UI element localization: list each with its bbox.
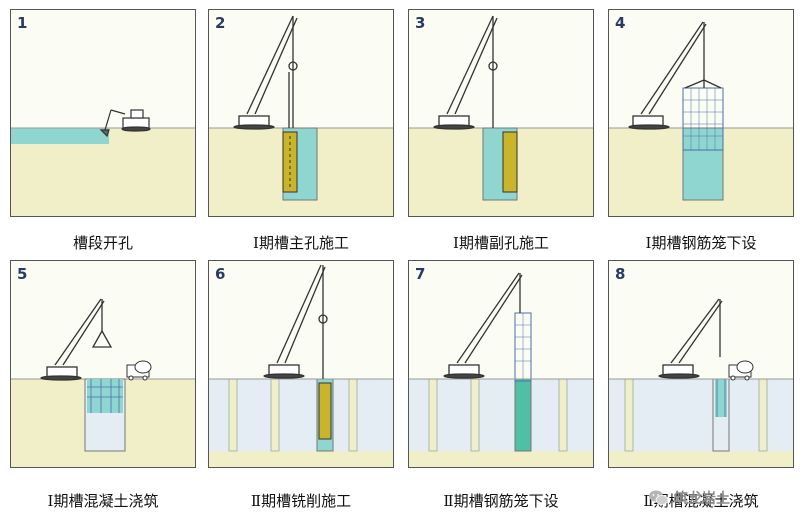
step-1-panel: 1 bbox=[10, 9, 196, 217]
step-3-caption: Ⅰ期槽副孔施工 bbox=[453, 234, 549, 252]
excavator bbox=[99, 109, 151, 138]
step-4-caption: Ⅰ期槽钢筋笼下设 bbox=[645, 234, 757, 252]
step-number: 3 bbox=[415, 14, 426, 32]
step-5-caption: Ⅰ期槽混凝土浇筑 bbox=[47, 492, 159, 510]
step-3-panel: 3 bbox=[408, 9, 594, 217]
step-1-illustration bbox=[11, 109, 195, 216]
step-3-illustration bbox=[409, 15, 593, 216]
step-8-illustration bbox=[609, 298, 793, 467]
step-number: 6 bbox=[215, 265, 226, 283]
step-number: 4 bbox=[615, 14, 626, 32]
step-number: 1 bbox=[17, 14, 28, 32]
step-6-illustration bbox=[209, 264, 393, 467]
step-4-panel: 4 bbox=[608, 9, 794, 217]
step-5-illustration bbox=[11, 298, 195, 467]
wechat-icon bbox=[649, 490, 669, 505]
crane bbox=[233, 15, 298, 130]
concrete-truck bbox=[126, 360, 152, 381]
step-7-illustration bbox=[409, 272, 593, 467]
step-number: 2 bbox=[215, 14, 226, 32]
crane bbox=[628, 21, 722, 130]
step-8-caption: Ⅱ期槽混凝土浇筑 bbox=[643, 492, 759, 510]
step-5-panel: 5 bbox=[10, 260, 196, 468]
watermark: 筑龙岩土 bbox=[648, 488, 730, 508]
step-1-caption: 槽段开孔 bbox=[72, 234, 133, 252]
step-4-illustration bbox=[609, 21, 793, 216]
crane bbox=[433, 15, 498, 130]
crane bbox=[443, 272, 523, 379]
step-6-caption: Ⅱ期槽铣削施工 bbox=[250, 492, 352, 510]
step-6-panel: 6 bbox=[208, 260, 394, 468]
crane bbox=[263, 264, 328, 379]
watermark-text: 筑龙岩土 bbox=[674, 491, 730, 507]
step-number: 7 bbox=[415, 265, 426, 283]
crane bbox=[40, 298, 113, 381]
crane bbox=[658, 298, 723, 379]
step-2-panel: 2 bbox=[208, 9, 394, 217]
step-2-caption: Ⅰ期槽主孔施工 bbox=[253, 234, 349, 252]
step-7-panel: 7 bbox=[408, 260, 594, 468]
step-8-panel: 8 bbox=[608, 260, 794, 468]
step-number: 8 bbox=[615, 265, 626, 283]
step-2-illustration bbox=[209, 15, 393, 216]
concrete-truck bbox=[728, 360, 754, 381]
step-7-caption: Ⅱ期槽钢筋笼下设 bbox=[443, 492, 559, 510]
step-number: 5 bbox=[17, 265, 28, 283]
